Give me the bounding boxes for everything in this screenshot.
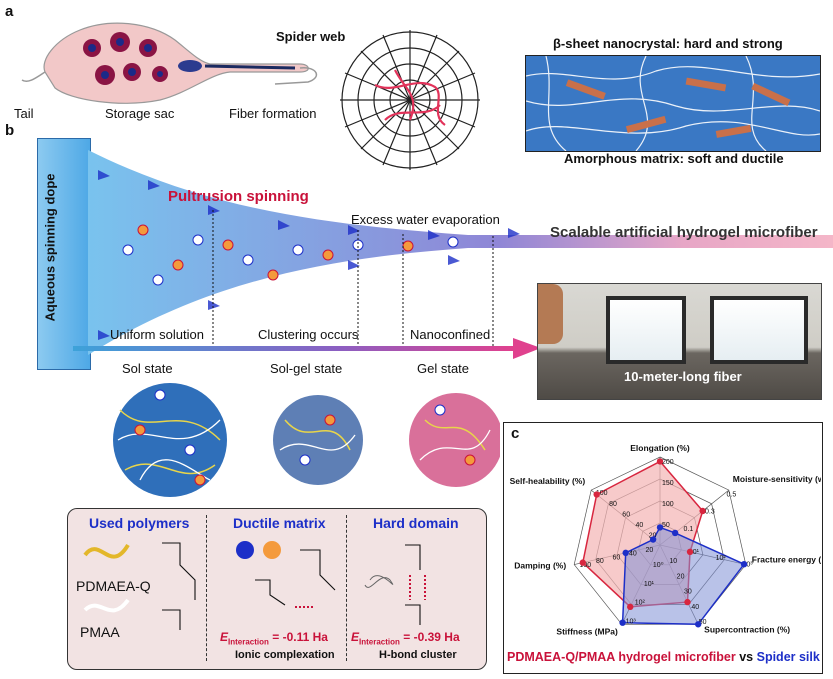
radar-tick-label: 10¹: [689, 549, 700, 556]
radar-axis-label: Moisture-sensitivity (wt%/RH%): [733, 474, 821, 484]
aqueous-dope-label: Aqueous spinning dope: [42, 173, 58, 322]
series-silk: [621, 526, 746, 626]
spider-gland-illustration: [21, 22, 318, 104]
radar-chart: Elongation (%) 50 100 150 200Moisture-sensit…: [510, 443, 821, 636]
radar-tick-label: 20: [646, 547, 654, 554]
radar-point: [656, 458, 664, 465]
panel-a-letter: a: [5, 3, 14, 20]
radar-axis-label: Damping (%): [514, 561, 566, 571]
radar-tick-label: 40: [691, 604, 699, 611]
state-arrow: [73, 338, 541, 359]
evaporation-label: Excess water evaporation: [351, 212, 500, 227]
pultrusion-label: Pultrusion spinning: [168, 188, 309, 205]
radar-tick-label: 10: [669, 558, 677, 565]
fiber-formation-label: Fiber formation: [229, 106, 317, 121]
col2-title: Ductile matrix: [233, 515, 326, 531]
radar-point: [593, 491, 600, 498]
radar-tick-label: 60: [613, 554, 621, 561]
radar-tick-label: 0.3: [705, 509, 715, 516]
radar-grid-ring: [573, 456, 747, 625]
tail-label: Tail: [14, 106, 34, 121]
radar-point: [622, 549, 629, 557]
radar-tick-label: 10¹: [644, 581, 655, 588]
radar-tick-label: 50: [662, 522, 670, 529]
radar-point: [686, 548, 694, 556]
ionic-caption: Ionic complexation: [235, 649, 335, 661]
stage1-state: Sol state: [122, 361, 173, 376]
radar-point: [699, 507, 706, 515]
spider-web-label: Spider web: [276, 29, 346, 44]
stage2-state: Sol-gel state: [270, 361, 343, 376]
e-label-1: EInteraction = -0.11 Ha: [220, 630, 328, 647]
radar-tick-label: 0.5: [727, 492, 737, 499]
scalable-label: Scalable artificial hydrogel microfiber: [550, 224, 818, 241]
radar-tick-label: 10²: [716, 555, 727, 562]
radar-tick-label: 150: [662, 480, 674, 487]
legend-vs: vs: [739, 650, 754, 664]
radar-point: [656, 524, 664, 531]
radar-axis-label: Elongation (%): [630, 443, 690, 453]
radar-point: [671, 529, 679, 537]
radar-tick-label: 100: [596, 490, 608, 497]
amorphous-label: Amorphous matrix: soft and ductile: [564, 151, 784, 166]
stage2-top: Clustering occurs: [258, 327, 359, 342]
legend-silk: Spider silk: [756, 650, 820, 664]
radar-tick-label: 10³: [626, 619, 637, 626]
radar-axis-label: Self-healability (%): [510, 476, 586, 486]
panel-b-letter: b: [5, 122, 15, 139]
radar-point: [684, 598, 691, 606]
radar-tick-label: 100: [662, 501, 674, 508]
radar-point: [619, 619, 626, 626]
radar-axis-label: Supercontraction (%): [704, 624, 790, 634]
polymer1-label: PDMAEA-Q: [76, 578, 151, 594]
storage-sac-label: Storage sac: [105, 106, 175, 121]
pultrusion-funnel: [88, 150, 833, 355]
radar-tick-label: 0.1: [684, 526, 694, 533]
radar-tick-label: 40: [629, 551, 637, 558]
radar-axis-label: Fracture energy (kJ m⁻²): [752, 555, 821, 565]
photo-label: 10-meter-long fiber: [624, 369, 742, 384]
radar-point: [627, 603, 634, 611]
radar-point: [694, 621, 702, 628]
radar-tick-label: 200: [662, 459, 674, 466]
polymer2-label: PMAA: [80, 624, 120, 640]
radar-tick-label: 30: [684, 589, 692, 596]
fiber-photo: [537, 283, 822, 400]
radar-tick-label: 80: [596, 558, 604, 565]
e-label-2: EInteraction = -0.39 Ha: [351, 630, 460, 647]
spider-web-icon: [340, 30, 480, 170]
stage3-top: Nanoconfined: [410, 327, 491, 342]
radar-tick-label: 40: [636, 522, 644, 529]
polymer-structures: [83, 541, 426, 630]
radar-axis-label: Stiffness (MPa): [556, 626, 618, 636]
col3-title: Hard domain: [373, 515, 459, 531]
col1-title: Used polymers: [89, 515, 190, 531]
legend-hydrogel: PDMAEA-Q/PMAA hydrogel microfiber: [507, 650, 736, 664]
radar-tick-label: 50: [699, 619, 707, 626]
hbond-caption: H-bond cluster: [379, 649, 457, 661]
radar-tick-label: 20: [677, 573, 685, 580]
radar-tick-label: 10⁰: [653, 561, 664, 569]
radar-point: [579, 559, 586, 566]
radar-tick-label: 80: [609, 501, 617, 508]
nanostructure-box: [525, 55, 821, 152]
state-circles: [113, 383, 500, 497]
radar-tick-label: 60: [622, 511, 630, 518]
stage3-state: Gel state: [417, 361, 470, 376]
radar-point: [649, 536, 657, 543]
polymer-box: [67, 508, 487, 670]
radar-point: [740, 560, 748, 568]
panel-c-letter: c: [511, 425, 520, 442]
radar-tick-label: 100: [580, 562, 592, 569]
radar-tick-label: 10²: [635, 600, 646, 607]
radar-tick-label: 20: [649, 532, 657, 539]
radar-tick-label: 10³: [742, 561, 753, 568]
radar-legend: PDMAEA-Q/PMAA hydrogel microfiber vs Spi…: [507, 650, 820, 664]
stage1-top: Uniform solution: [110, 327, 204, 342]
beta-sheet-label: β-sheet nanocrystal: hard and strong: [553, 36, 783, 51]
